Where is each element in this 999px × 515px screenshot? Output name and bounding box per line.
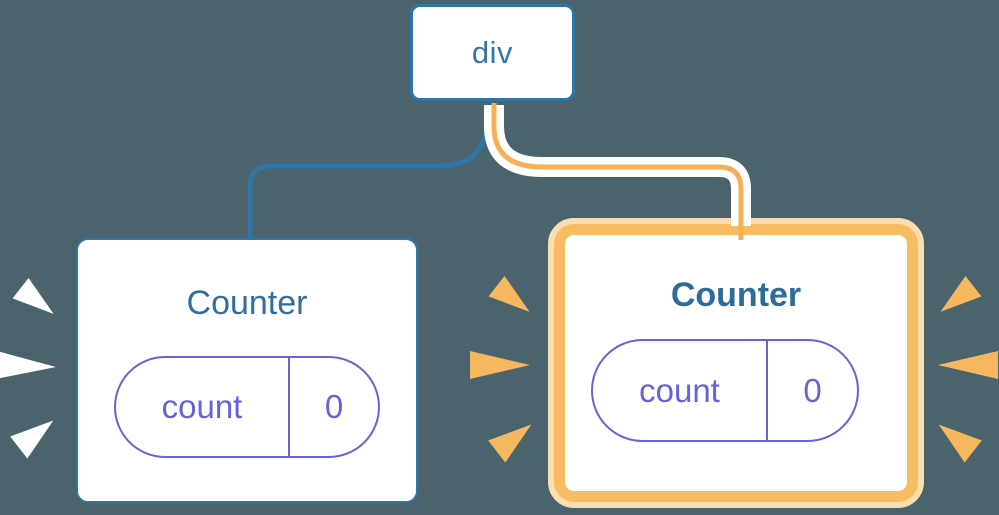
counter-card-left: Counter count 0 [76, 238, 418, 503]
state-key: count [161, 388, 243, 425]
state-value: 0 [288, 358, 378, 456]
burst-mark-icon [12, 278, 61, 324]
component-title: Counter [670, 276, 802, 314]
state-pill: count 0 [114, 356, 380, 458]
burst-mark-icon [10, 409, 62, 458]
node-label: div [471, 34, 514, 70]
burst-mark-icon [930, 413, 982, 462]
state-key: count [639, 371, 720, 409]
component-title: Counter [186, 284, 308, 322]
state-value: 0 [766, 341, 857, 440]
burst-mark-icon [488, 413, 540, 462]
burst-mark-icon [932, 276, 981, 322]
tree-node-div: div [410, 4, 575, 101]
connector-to-left-counter [247, 103, 489, 239]
connector-casing [484, 105, 751, 226]
burst-mark-icon [488, 276, 537, 322]
burst-mark-icon [0, 351, 56, 381]
state-pill: count 0 [591, 339, 859, 442]
burst-mark-icon [938, 351, 998, 379]
highlight-border: Counter count 0 [554, 224, 918, 502]
counter-card-right-highlighted: Counter count 0 [548, 218, 924, 508]
burst-mark-icon [470, 351, 530, 379]
